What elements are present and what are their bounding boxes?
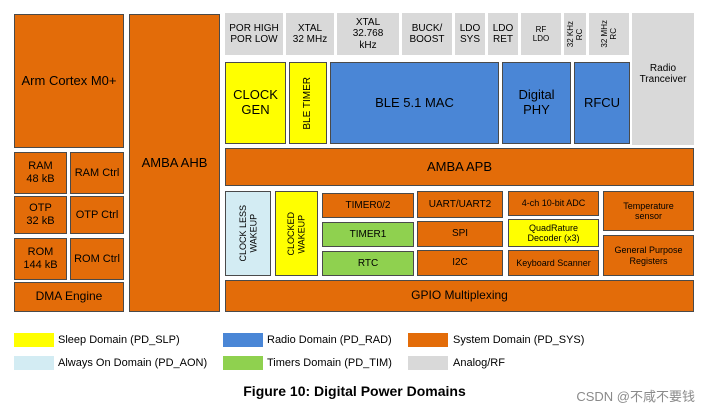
buck-boost-label: BUCK/ BOOST	[409, 22, 445, 46]
digital-phy-label: Digital PHY	[518, 87, 555, 117]
legend-label-system: System Domain (PD_SYS)	[453, 334, 585, 346]
otp-block: OTP 32 kB	[14, 196, 67, 234]
rf-ldo-label: RF LDO	[532, 24, 550, 43]
adc-label: 4-ch 10-bit ADC	[521, 198, 586, 209]
rom-block: ROM 144 kB	[14, 238, 67, 280]
legend-label-aon: Always On Domain (PD_AON)	[58, 357, 208, 369]
radio-transceiver-label: Radio Tranceiver	[639, 62, 687, 86]
i2c-label: I2C	[452, 257, 468, 269]
xtal-32k-label: XTAL 32.768 kHz	[352, 16, 384, 51]
amba-apb-label: AMBA APB	[426, 158, 493, 174]
rom-ctrl-label: ROM Ctrl	[74, 252, 120, 265]
ram-ctrl-label: RAM Ctrl	[74, 166, 120, 179]
rc-32mhz-block: RC 32 MHz	[589, 13, 629, 55]
xtal-32k-block: XTAL 32.768 kHz	[337, 13, 399, 55]
clocked-wakeup-label: CLOCKED WAKEUP	[286, 211, 307, 256]
clockless-wakeup-block: CLOCK LESS WAKEUP	[225, 191, 271, 276]
amba-apb-block: AMBA APB	[225, 148, 694, 186]
legend-label-analog: Analog/RF	[453, 357, 505, 369]
keyboard-scanner-block: Keyboard Scanner	[508, 250, 599, 276]
rom-label: ROM 144 kB	[23, 246, 58, 271]
dma-engine-block: DMA Engine	[14, 282, 124, 312]
uart-block: UART/UART2	[417, 191, 503, 218]
legend-swatch-sleep	[14, 333, 54, 347]
legend-swatch-timers	[223, 356, 263, 370]
legend-swatch-radio	[223, 333, 263, 347]
spi-block: SPI	[417, 221, 503, 247]
legend-label-sleep: Sleep Domain (PD_SLP)	[58, 334, 180, 346]
dma-engine-label: DMA Engine	[35, 289, 103, 304]
xtal-32mhz-block: XTAL 32 MHz	[286, 13, 334, 55]
rtc-label: RTC	[357, 257, 379, 269]
quadrature-decoder-label: QuadRature Decoder (x3)	[527, 222, 580, 243]
rc-32khz-block: RC 32 KHz	[564, 13, 586, 55]
legend-label-timers: Timers Domain (PD_TIM)	[267, 357, 392, 369]
arm-cortex-label: Arm Cortex M0+	[21, 72, 117, 88]
rc-32mhz-label: RC 32 MHz	[599, 20, 618, 48]
keyboard-scanner-label: Keyboard Scanner	[516, 257, 591, 268]
timer02-label: TIMER0/2	[345, 199, 391, 211]
arm-cortex-block: Arm Cortex M0+	[14, 14, 124, 148]
rc-32khz-label: RC 32 KHz	[565, 20, 584, 48]
ble-timer-label: BLE TIMER	[302, 76, 314, 130]
otp-ctrl-label: OTP Ctrl	[75, 208, 119, 221]
radio-transceiver-block: Radio Tranceiver	[632, 13, 694, 145]
uart-label: UART/UART2	[428, 198, 492, 210]
watermark: CSDN @不咸不要钱	[576, 389, 695, 404]
buck-boost-block: BUCK/ BOOST	[402, 13, 452, 55]
legend-label-radio: Radio Domain (PD_RAD)	[267, 334, 392, 346]
clockless-wakeup-label: CLOCK LESS WAKEUP	[237, 205, 258, 262]
rf-ldo-block: RF LDO	[521, 13, 561, 55]
general-purpose-registers-block: General Purpose Registers	[603, 235, 694, 276]
clock-gen-block: CLOCK GEN	[225, 62, 286, 144]
clocked-wakeup-block: CLOCKED WAKEUP	[275, 191, 318, 276]
ble-timer-block: BLE TIMER	[289, 62, 327, 144]
legend-swatch-aon	[14, 356, 54, 370]
ram-block: RAM 48 kB	[14, 152, 67, 194]
por-block: POR HIGH POR LOW	[225, 13, 283, 55]
rfcu-block: RFCU	[574, 62, 630, 144]
timer02-block: TIMER0/2	[322, 193, 414, 218]
ble-mac-block: BLE 5.1 MAC	[330, 62, 499, 144]
ldo-sys-label: LDO SYS	[459, 22, 481, 46]
digital-phy-block: Digital PHY	[502, 62, 571, 144]
gpio-multiplexing-label: GPIO Multiplexing	[411, 288, 508, 303]
amba-ahb-block: AMBA AHB	[129, 14, 220, 312]
ble-mac-label: BLE 5.1 MAC	[375, 94, 454, 110]
otp-ctrl-block: OTP Ctrl	[70, 196, 124, 234]
timer1-label: TIMER1	[349, 228, 387, 240]
ram-label: RAM 48 kB	[26, 160, 55, 185]
figure-caption: Figure 10: Digital Power Domains	[243, 383, 466, 399]
ldo-sys-block: LDO SYS	[455, 13, 485, 55]
rom-ctrl-block: ROM Ctrl	[70, 238, 124, 280]
i2c-block: I2C	[417, 250, 503, 276]
temperature-sensor-label: Temperature sensor	[623, 200, 674, 221]
quadrature-decoder-block: QuadRature Decoder (x3)	[508, 219, 599, 247]
por-label: POR HIGH POR LOW	[229, 22, 279, 46]
ram-ctrl-block: RAM Ctrl	[70, 152, 124, 194]
legend-swatch-system	[408, 333, 448, 347]
rfcu-label: RFCU	[583, 94, 621, 110]
otp-label: OTP 32 kB	[26, 202, 55, 227]
general-purpose-registers-label: General Purpose Registers	[614, 245, 683, 266]
timer1-block: TIMER1	[322, 222, 414, 247]
adc-block: 4-ch 10-bit ADC	[508, 191, 599, 216]
amba-ahb-label: AMBA AHB	[141, 154, 208, 170]
spi-label: SPI	[451, 228, 469, 240]
clock-gen-label: CLOCK GEN	[233, 87, 278, 117]
rtc-block: RTC	[322, 251, 414, 276]
xtal-32mhz-label: XTAL 32 MHz	[292, 22, 328, 46]
legend-swatch-analog	[408, 356, 448, 370]
ldo-ret-label: LDO RET	[492, 22, 514, 46]
gpio-multiplexing-block: GPIO Multiplexing	[225, 280, 694, 312]
temperature-sensor-block: Temperature sensor	[603, 191, 694, 231]
ldo-ret-block: LDO RET	[488, 13, 518, 55]
